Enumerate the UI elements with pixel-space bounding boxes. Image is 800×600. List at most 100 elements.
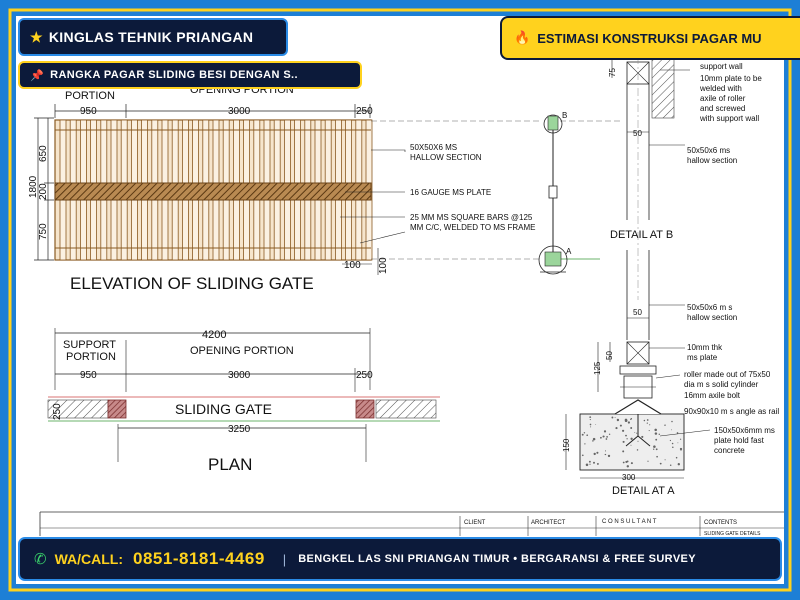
plan-dim-950: 950 (80, 370, 97, 381)
elev-note-bars-1: 25 MM MS SQUARE BARS @125 (410, 213, 533, 222)
plan-dim-3000: 3000 (228, 370, 251, 381)
concrete-speck (603, 430, 607, 433)
concrete-speck (593, 461, 595, 464)
footer-separator: | (282, 551, 287, 567)
detail-a-dim-50b: 50 (605, 351, 614, 360)
detail-a-plate-2: ms plate (687, 353, 718, 362)
concrete-speck (658, 433, 661, 436)
concrete-speck (586, 434, 589, 437)
concrete-speck (622, 450, 625, 453)
concrete-speck (656, 455, 658, 458)
concrete-speck (676, 432, 679, 434)
detail-b-plate-4: and screwed (700, 104, 745, 113)
concrete-speck (641, 435, 644, 438)
detail-b-hollow-2: hallow section (687, 156, 737, 165)
pin-icon: 📌 (30, 69, 45, 82)
detail-a-concrete (579, 413, 685, 471)
titleblock-client: CLIENT (464, 520, 486, 526)
detail-a-foot-2: plate hold fast (714, 436, 765, 445)
concrete-speck (630, 418, 632, 421)
concrete-speck (589, 423, 592, 426)
title-block: CLIENT ARCHITECT C O N S U L T A N T CON… (39, 511, 784, 537)
detail-a-roller-2: dia m s solid cylinder (684, 380, 759, 389)
concrete-speck (675, 456, 678, 459)
elevation-title: ELEVATION OF SLIDING GATE (70, 274, 314, 293)
concrete-speck (654, 428, 657, 432)
detail-b-support-wall-label: support wall (700, 62, 743, 71)
concrete-speck (655, 438, 658, 441)
concrete-speck (653, 445, 656, 448)
concrete-speck (647, 460, 649, 462)
concrete-speck (636, 449, 639, 451)
brand-badge: ★ KINGLAS TEHNIK PRIANGAN (18, 18, 288, 56)
gate-ms-plate (54, 182, 372, 201)
titleblock-sheet: SLIDING GATE DETAILS (704, 531, 761, 537)
concrete-speck (596, 462, 599, 465)
concrete-speck (585, 463, 589, 467)
article-title: RANGKA PAGAR SLIDING BESI DENGAN S.. (50, 69, 298, 81)
concrete-speck (671, 420, 673, 423)
concrete-speck (671, 429, 673, 431)
concrete-speck (616, 418, 620, 422)
plan-support-2: PORTION (66, 351, 116, 363)
plan-right-wall (375, 399, 437, 419)
concrete-speck (655, 448, 658, 451)
concrete-speck (622, 440, 625, 443)
phone-icon: ✆ (34, 551, 47, 568)
wa-phone-number[interactable]: 0851-8181-4469 (133, 549, 265, 568)
plan-dim-3250: 3250 (228, 424, 251, 435)
concrete-speck (648, 430, 650, 432)
concrete-speck (653, 448, 655, 450)
concrete-speck (630, 462, 633, 465)
concrete-speck (630, 444, 632, 446)
concrete-speck (626, 465, 629, 468)
elev-note-hollow-2: HALLOW SECTION (410, 153, 482, 162)
plan-dim-250v: 250 (52, 403, 63, 420)
plan-view: 4200 SUPPORT PORTION OPENING PORTION 950… (47, 328, 440, 474)
elev-note-hollow-1: 50X50X6 MS (410, 143, 457, 152)
titleblock-architect: ARCHITECT (531, 520, 566, 526)
concrete-speck (654, 432, 658, 435)
wa-label: WA/CALL: (54, 551, 124, 567)
concrete-speck (592, 437, 596, 441)
concrete-speck (603, 435, 605, 437)
elev-dim-950: 950 (80, 106, 97, 117)
plan-dim-250: 250 (356, 370, 373, 381)
concrete-speck (626, 438, 628, 440)
concrete-speck (614, 416, 616, 418)
detail-b-dim-50: 50 (633, 129, 642, 138)
detail-a-hollow-1: 50x50x6 m s (687, 303, 732, 312)
detail-a-angle: 90x90x10 m s angle as rail (684, 407, 779, 416)
concrete-speck (625, 460, 628, 463)
concrete-speck (679, 438, 682, 440)
concrete-speck (646, 419, 649, 421)
concrete-speck (677, 442, 679, 444)
concrete-speck (607, 454, 611, 458)
detail-marker-b: B (562, 111, 567, 120)
detail-a-plate-1: 10mm thk (687, 343, 723, 352)
plan-dim-4200: 4200 (202, 329, 226, 341)
plan-right-post (355, 399, 375, 419)
concrete-speck (636, 432, 638, 434)
detail-b-hollow-1: 50x50x6 ms (687, 146, 730, 155)
concrete-speck (637, 440, 639, 442)
footer-tagline: BENGKEL LAS SNI PRIANGAN TIMUR • BERGARA… (298, 553, 697, 565)
concrete-speck (669, 464, 672, 467)
concrete-texture (581, 416, 683, 468)
concrete-speck (581, 433, 584, 436)
concrete-speck (589, 416, 592, 418)
detail-b-plate-3: axile of roller (700, 94, 746, 103)
plan-opening-label: OPENING PORTION (190, 345, 294, 357)
brand-name: KINGLAS TEHNIK PRIANGAN (48, 29, 254, 45)
concrete-speck (583, 432, 586, 434)
concrete-speck (600, 436, 602, 439)
concrete-speck (622, 429, 625, 432)
detail-b-plate-1: 10mm plate to be (700, 74, 762, 83)
elev-h-1800: 1800 (28, 175, 39, 198)
contact-footer[interactable]: ✆ WA/CALL: 0851-8181-4469 | BENGKEL LAS … (18, 537, 782, 581)
concrete-speck (589, 419, 591, 421)
star-icon: ★ (30, 28, 43, 45)
plan-left-post (107, 399, 127, 419)
concrete-speck (625, 434, 627, 437)
